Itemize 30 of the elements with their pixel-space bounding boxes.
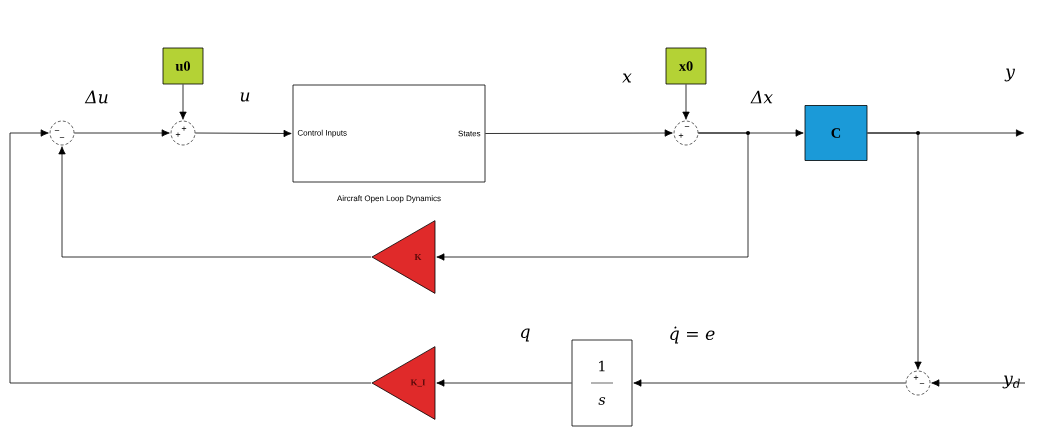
sum-junction: + − [673, 120, 699, 146]
signal-label: y$_{d}$ [1002, 375, 1020, 389]
signal-label: u [240, 92, 250, 102]
arrow [58, 146, 372, 258]
signal-label: Δu [84, 90, 108, 104]
constant-block: u0 [162, 47, 204, 85]
arrow [436, 132, 749, 261]
sum-junction: − − [49, 120, 75, 146]
arrow [436, 379, 572, 387]
arrow [9, 129, 372, 384]
signal-label: x [622, 73, 632, 83]
gain-triangle: K [371, 220, 436, 294]
arrow [179, 84, 187, 120]
signal-label: y [1004, 68, 1016, 82]
arrow [73, 129, 170, 137]
arrow [633, 379, 907, 387]
arrow [682, 84, 690, 120]
integrator-block: 1 s [571, 339, 633, 427]
arrow [931, 379, 1026, 387]
sum-junction: + − [905, 370, 931, 396]
signal-label: q [521, 328, 530, 342]
arrow [194, 129, 292, 138]
signal-label: q̇ = e [670, 326, 715, 344]
gain-triangle: K_I [371, 346, 436, 420]
arrow [485, 129, 673, 137]
arrow [867, 132, 922, 370]
sum-junction: + + [170, 120, 196, 146]
matrix-block: C [804, 105, 868, 161]
signal-label: Δx [750, 90, 773, 104]
constant-block: x0 [665, 47, 707, 85]
